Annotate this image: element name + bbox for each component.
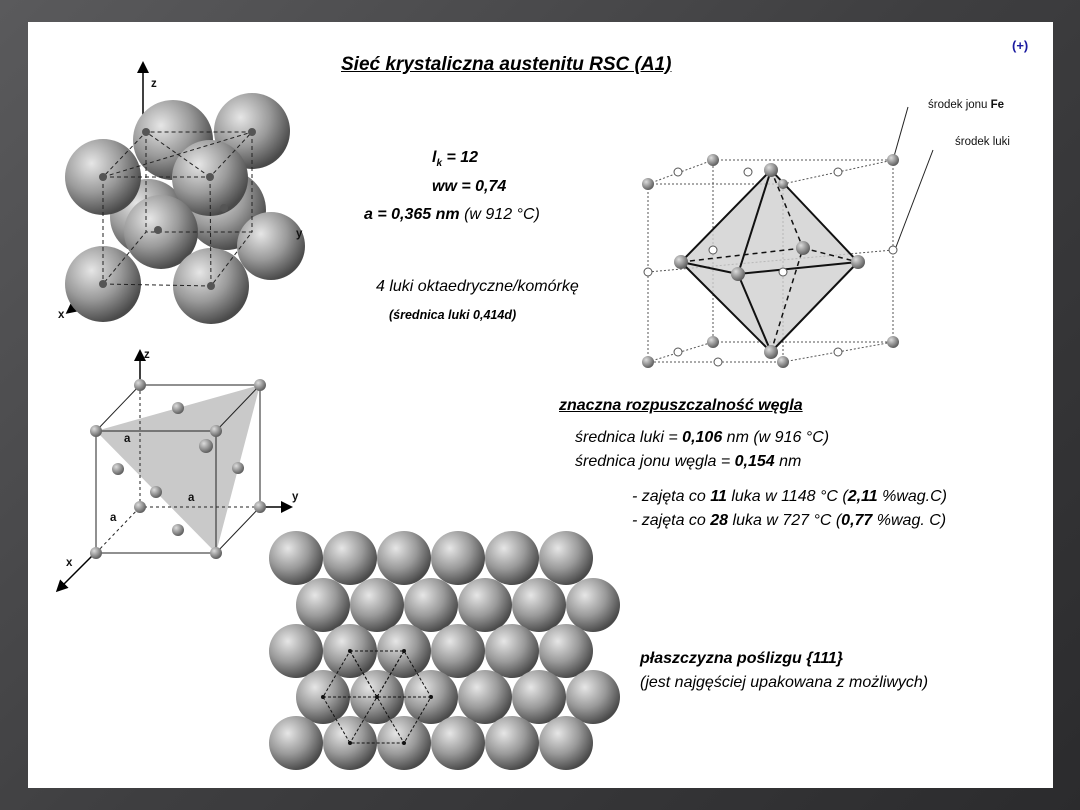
axis-y-label: y bbox=[296, 228, 303, 240]
fcc-lattice-plane bbox=[55, 349, 293, 593]
occ1-mid: luka w 1148 °C ( bbox=[726, 488, 848, 505]
slip-plane-heading: płaszczyzna poślizgu {111} bbox=[640, 650, 844, 667]
line1-pre: średnica luki = bbox=[575, 429, 683, 446]
occ1-count: 11 bbox=[710, 488, 727, 505]
lattice-a-value: a = 0,365 nm bbox=[364, 206, 460, 223]
line1-post: nm (w 916 °C) bbox=[722, 429, 830, 446]
octahedral-void-diagram bbox=[642, 106, 934, 368]
axis-x-label: x bbox=[58, 309, 65, 321]
axis-x-label-2: x bbox=[66, 557, 73, 569]
occupancy-727: - zajęta co 28 luka w 727 °C (0,77 %wag.… bbox=[632, 512, 946, 530]
lk-value: = 12 bbox=[442, 149, 479, 166]
slip-plane-note: (jest najgęściej upakowana z możliwych) bbox=[640, 674, 929, 691]
void-diameter-note: (średnica luki 0,414d) bbox=[389, 308, 517, 322]
lk-symbol: l bbox=[432, 149, 437, 166]
fcc-sphere-model bbox=[65, 61, 305, 324]
figures-canvas bbox=[55, 61, 934, 770]
axis-y-label-2: y bbox=[292, 491, 299, 503]
slide: Sieć krystaliczna austenitu RSC (A1) (+)… bbox=[28, 22, 1053, 788]
occupancy-1148: - zajęta co 11 luka w 1148 °C (2,11 %wag… bbox=[632, 488, 947, 506]
plus-badge[interactable]: (+) bbox=[1012, 38, 1029, 53]
void-diameter-line: średnica luki = 0,106 nm (w 916 °C) bbox=[575, 429, 829, 447]
occ1-pre: - zajęta co bbox=[632, 488, 711, 505]
fe-label-symbol: Fe bbox=[990, 99, 1005, 111]
void-center-label: środek luki bbox=[955, 136, 1010, 148]
packing-factor: ww = 0,74 bbox=[432, 178, 507, 195]
line1-value: 0,106 bbox=[682, 429, 723, 446]
fe-ion-center-label: środek jonu Fe bbox=[928, 99, 1004, 111]
occ2-wt: 0,77 bbox=[841, 512, 873, 529]
occ2-mid: luka w 727 °C ( bbox=[728, 512, 842, 529]
octahedral-voids-count: 4 luki oktaedryczne/komórkę bbox=[376, 278, 579, 295]
edge-a-label: a bbox=[188, 492, 195, 504]
lk-subscript: k bbox=[436, 158, 443, 170]
axis-z-label: z bbox=[151, 78, 157, 90]
occ2-pre: - zajęta co bbox=[632, 512, 711, 529]
edge-a-label: a bbox=[124, 433, 131, 445]
occ1-wt: 2,11 bbox=[847, 488, 878, 505]
lattice-a-note: (w 912 °C) bbox=[459, 206, 540, 223]
line2-post: nm bbox=[774, 453, 802, 470]
slide-title: Sieć krystaliczna austenitu RSC (A1) bbox=[341, 54, 672, 75]
line2-pre: średnica jonu węgla = bbox=[575, 453, 735, 470]
carbon-ion-diameter-line: średnica jonu węgla = 0,154 nm bbox=[575, 453, 801, 471]
solubility-heading: znaczna rozpuszczalność węgla bbox=[559, 397, 803, 414]
edge-a-label: a bbox=[110, 512, 117, 524]
close-packed-plane bbox=[269, 531, 620, 770]
occ2-count: 28 bbox=[710, 512, 729, 529]
lattice-parameter: a = 0,365 nm (w 912 °C) bbox=[364, 206, 540, 224]
coordination-number: lk = 12 bbox=[432, 149, 478, 169]
line2-value: 0,154 bbox=[734, 453, 775, 470]
fe-label-prefix: środek jonu bbox=[928, 99, 991, 111]
axis-z-label-2: z bbox=[144, 349, 150, 361]
occ2-post: %wag. C) bbox=[872, 512, 947, 529]
occ1-post: %wag.C) bbox=[877, 488, 948, 505]
